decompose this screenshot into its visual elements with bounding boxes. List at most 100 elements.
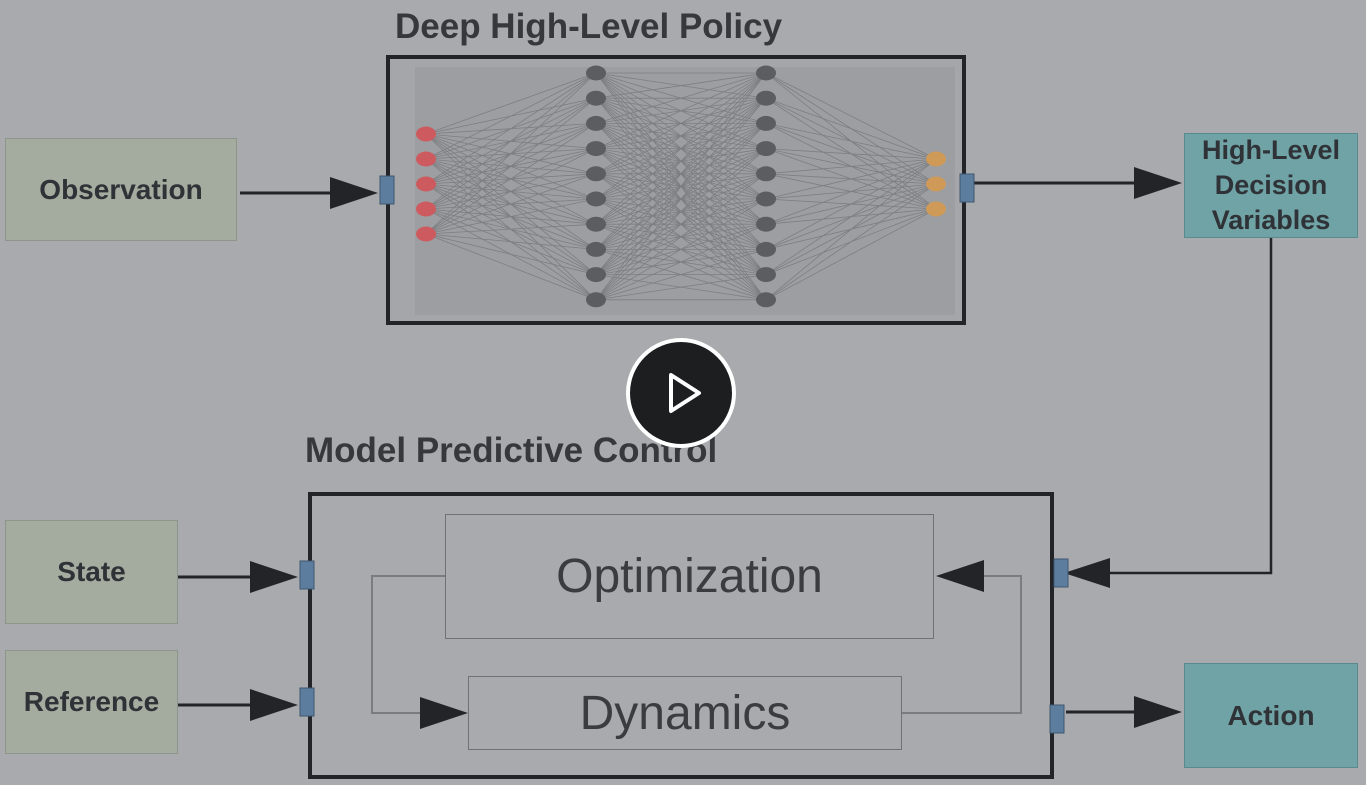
nn-edge	[595, 72, 767, 200]
nn-hidden-node	[756, 267, 776, 283]
nn-edge	[765, 158, 937, 301]
policy-title: Deep High-Level Policy	[395, 7, 783, 46]
action-box: Action	[1184, 663, 1358, 768]
policy-output-port	[959, 173, 975, 203]
decision-variables-line-1: High-Level	[1201, 134, 1341, 165]
decision-variables-line-2: Decision	[1214, 169, 1328, 200]
optimization-block: Optimization	[445, 514, 934, 639]
mpc-reference-port	[299, 687, 315, 717]
nn-edge	[425, 223, 597, 235]
nn-edge	[595, 72, 767, 275]
nn-edge	[595, 72, 767, 301]
nn-edge	[595, 72, 767, 99]
nn-hidden-node	[586, 191, 606, 207]
nn-edge	[595, 72, 767, 250]
nn-edge	[425, 233, 597, 301]
nn-edge	[765, 158, 937, 275]
nn-edge	[765, 123, 937, 160]
nn-edge	[425, 72, 597, 135]
neural-network-nodes	[416, 65, 946, 308]
nn-edge	[595, 123, 767, 301]
reference-box: Reference	[5, 650, 178, 754]
nn-edge	[425, 173, 597, 235]
state-label: State	[57, 556, 126, 587]
nn-output-node	[926, 151, 946, 167]
mpc-state-port	[299, 560, 315, 590]
nn-hidden-node	[586, 65, 606, 81]
nn-input-node	[416, 176, 436, 192]
nn-edge	[425, 72, 597, 210]
nn-edge	[595, 198, 767, 301]
mpc-action-port	[1049, 704, 1065, 734]
nn-edge	[595, 72, 767, 175]
nn-edge	[595, 249, 767, 301]
decision-to-mpc-wire	[1100, 238, 1273, 575]
nn-input-node	[416, 226, 436, 242]
observation-arrowhead	[330, 177, 378, 209]
action-label: Action	[1227, 699, 1315, 731]
nn-hidden-node	[586, 141, 606, 157]
dynamics-input-arrowhead	[420, 697, 468, 729]
decision-variables-box: High-Level Decision Variables	[1184, 133, 1358, 238]
action-arrowhead	[1134, 696, 1182, 728]
nn-hidden-node	[756, 292, 776, 308]
nn-edge	[595, 72, 767, 225]
nn-hidden-node	[756, 166, 776, 182]
play-button[interactable]	[626, 338, 736, 448]
nn-edge	[595, 72, 767, 124]
nn-hidden-node	[586, 267, 606, 283]
dynamics-block: Dynamics	[468, 676, 902, 750]
observation-label: Observation	[39, 173, 203, 205]
nn-hidden-node	[756, 65, 776, 81]
policy-output-arrowhead	[1134, 167, 1182, 199]
observation-box: Observation	[5, 138, 237, 241]
nn-input-node	[416, 201, 436, 217]
nn-edge	[425, 233, 597, 275]
nn-edge	[425, 72, 597, 235]
nn-hidden-node	[756, 90, 776, 106]
nn-edge	[765, 208, 937, 301]
nn-edge	[595, 72, 767, 149]
play-icon	[669, 373, 701, 413]
policy-input-port	[379, 175, 395, 205]
nn-edge	[595, 223, 767, 301]
nn-hidden-node	[756, 191, 776, 207]
nn-hidden-node	[586, 216, 606, 232]
nn-hidden-node	[586, 115, 606, 131]
nn-edge	[765, 158, 937, 225]
reference-arrowhead	[250, 689, 298, 721]
optimization-input-arrowhead	[936, 560, 984, 592]
nn-hidden-node	[586, 166, 606, 182]
decision-to-mpc-arrowhead	[1064, 558, 1110, 588]
nn-output-node	[926, 176, 946, 192]
nn-edge	[765, 183, 937, 301]
dynamics-label: Dynamics	[579, 686, 791, 740]
nn-edge	[765, 158, 937, 200]
nn-edge	[595, 274, 767, 301]
nn-edge	[425, 148, 597, 235]
mpc-decision-port	[1053, 558, 1069, 588]
nn-edge	[425, 72, 597, 160]
nn-edge	[765, 158, 937, 175]
nn-hidden-node	[586, 292, 606, 308]
nn-edge	[425, 198, 597, 235]
nn-hidden-node	[586, 241, 606, 257]
nn-edge	[425, 72, 597, 185]
nn-edge	[765, 72, 937, 160]
nn-edge	[765, 97, 937, 160]
nn-hidden-node	[756, 115, 776, 131]
nn-edge	[765, 148, 937, 160]
neural-network-edges	[425, 72, 937, 301]
nn-edge	[425, 233, 597, 250]
nn-input-node	[416, 126, 436, 142]
optimization-label: Optimization	[556, 550, 823, 603]
nn-edge	[425, 97, 597, 235]
state-arrowhead	[250, 561, 298, 593]
decision-variables-line-3: Variables	[1211, 205, 1331, 236]
nn-hidden-node	[756, 216, 776, 232]
nn-hidden-node	[756, 241, 776, 257]
nn-edge	[425, 123, 597, 235]
nn-edge	[595, 97, 767, 301]
